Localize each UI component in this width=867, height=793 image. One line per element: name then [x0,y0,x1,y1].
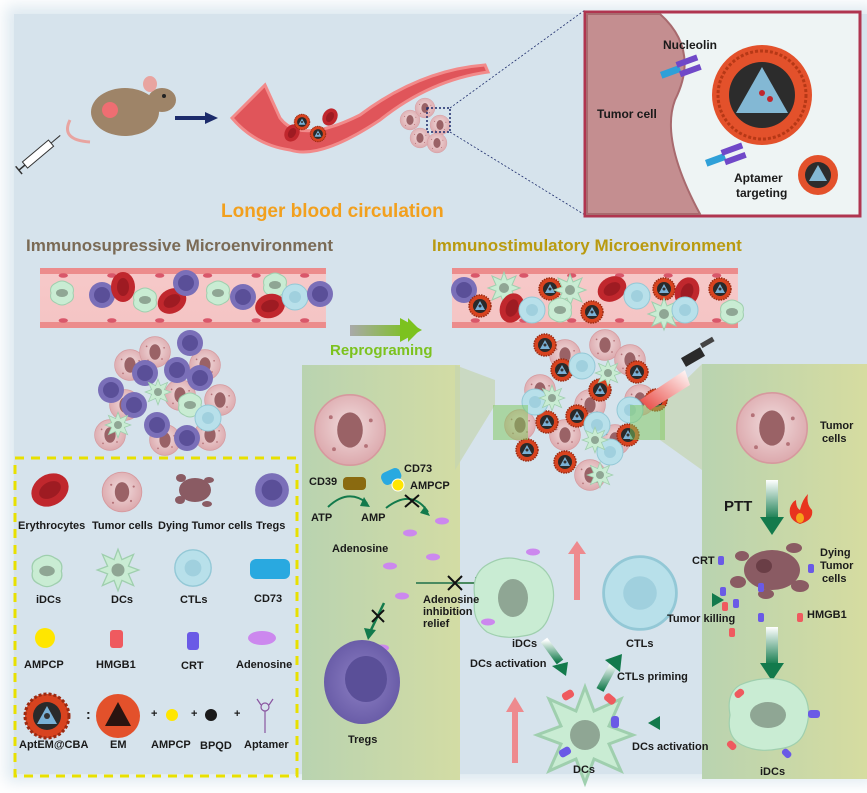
bpqd-icon [205,709,217,721]
legend-idcs: iDCs [36,594,62,606]
legend-plus-1: + [151,708,158,720]
crt-icon [187,632,199,650]
nucleolin-receptor [660,54,702,79]
vessel-suppressive [40,268,333,328]
legend-hmgb1: HMGB1 [96,659,136,671]
inset-aptamer-label-1: Aptamer [734,171,783,185]
up-arrow-dc [506,697,524,763]
legend-box [13,456,299,778]
label-tumor-cells-2: cells [822,433,847,445]
circulation-title: Longer blood circulation [221,201,444,222]
dying-tumor-icon [175,474,214,507]
zoom-cone-left [455,365,495,470]
zoom-cone-right [660,364,702,470]
idc-center [473,557,555,638]
fire-icon [789,494,813,524]
immune-cycle [473,541,724,785]
label-dying-2: Tumor [820,560,854,572]
syringe-icon [15,135,61,175]
nanoparticle-small [798,155,838,195]
legend-dying-tumor-cells: Dying Tumor cells [158,520,253,532]
label-dcs-activation-left: DCs activation [470,658,547,670]
targeting-inset [583,10,862,218]
label-tumor-killing: Tumor killing [667,613,736,625]
label-ptt: PTT [724,498,753,515]
inset-aptamer-label-2: targeting [736,186,788,200]
label-dying-1: Dying [820,547,851,559]
inset-tumor-cell-label: Tumor cell [597,107,657,121]
label-crt: CRT [692,555,715,567]
label-dcs-activation-right: DCs activation [632,741,709,753]
em-icon [96,694,140,738]
tumor-mass-stimulatory [493,329,668,491]
ampcp-icon [35,628,55,648]
tumor-mass-small [399,97,451,154]
legend-bpqd: BPQD [200,740,232,752]
dying-tumor-cell [730,543,809,599]
legend-ctls: CTLs [180,594,208,606]
legend-ampcp-2: AMPCP [151,739,191,751]
nucleolin-receptor [705,142,747,167]
stimulatory-title: Immunostimulatory Microenvironment [432,236,742,255]
label-ampcp: AMPCP [410,480,450,492]
label-cd39: CD39 [309,476,338,488]
nanoparticle-large [712,45,812,145]
legend-dcs: DCs [111,594,134,606]
legend-icons [23,466,290,740]
label-adenosine: Adenosine [332,543,389,555]
hmgb1-icon [110,630,123,648]
legend-adenosine: Adenosine [236,659,293,671]
adenosine-icon [248,631,276,645]
legend-separator: : [86,706,91,722]
legend-plus-3: + [234,708,241,720]
label-inhibition-relief-3: relief [423,618,450,630]
label-ctls: CTLs [626,638,654,650]
reprograming-label: Reprograming [330,342,433,359]
legend-crt: CRT [181,660,204,672]
treg-large [324,640,400,724]
label-dcs: DCs [573,764,596,776]
legend-aptamer: Aptamer [244,739,289,751]
label-cd73: CD73 [404,463,433,475]
legend-em: EM [110,739,127,751]
legend-plus-2: + [191,708,198,720]
injection-arrow [175,112,218,124]
label-inhibition-relief-2: inhibition [423,606,473,618]
legend-aptem-cba: AptEM@CBA [19,739,89,751]
mouse-illustration [66,76,176,144]
ampcp-inhibitor [391,478,405,492]
label-atp: ATP [311,512,333,524]
blood-vessel-illustration [229,63,491,154]
label-idcs-center: iDCs [512,638,538,650]
legend-tregs: Tregs [256,520,286,532]
laser-flashlight-icon [640,336,715,410]
reprograming-arrow [350,318,422,342]
label-hmgb1: HMGB1 [807,609,847,621]
cd39-icon [343,477,366,490]
adenosine-mechanism [313,393,477,724]
label-tumor-cells-1: Tumor [820,420,854,432]
label-dying-3: cells [822,573,847,585]
vessel-stimulatory [451,268,744,331]
tumor-mass-suppressive [94,330,236,456]
label-tregs: Tregs [348,734,378,746]
aptamer-icon [256,698,274,733]
suppressive-title: Immunosupressive Microenvironment [26,236,334,255]
up-arrow-ctl [568,541,586,600]
legend-tumor-cells: Tumor cells [92,520,153,532]
inset-nucleolin-label: Nucleolin [663,38,718,52]
cd73-icon [250,559,290,579]
ptt-mechanism [718,391,820,759]
label-idcs-right: iDCs [760,766,786,778]
label-inhibition-relief-1: Adenosine [423,594,480,606]
label-ctls-priming: CTLs priming [617,671,688,683]
label-amp: AMP [361,512,386,524]
legend-ampcp: AMPCP [24,659,64,671]
ampcp-small-icon [166,709,178,721]
legend-cd73: CD73 [254,593,283,605]
legend-erythrocytes: Erythrocytes [18,520,86,532]
